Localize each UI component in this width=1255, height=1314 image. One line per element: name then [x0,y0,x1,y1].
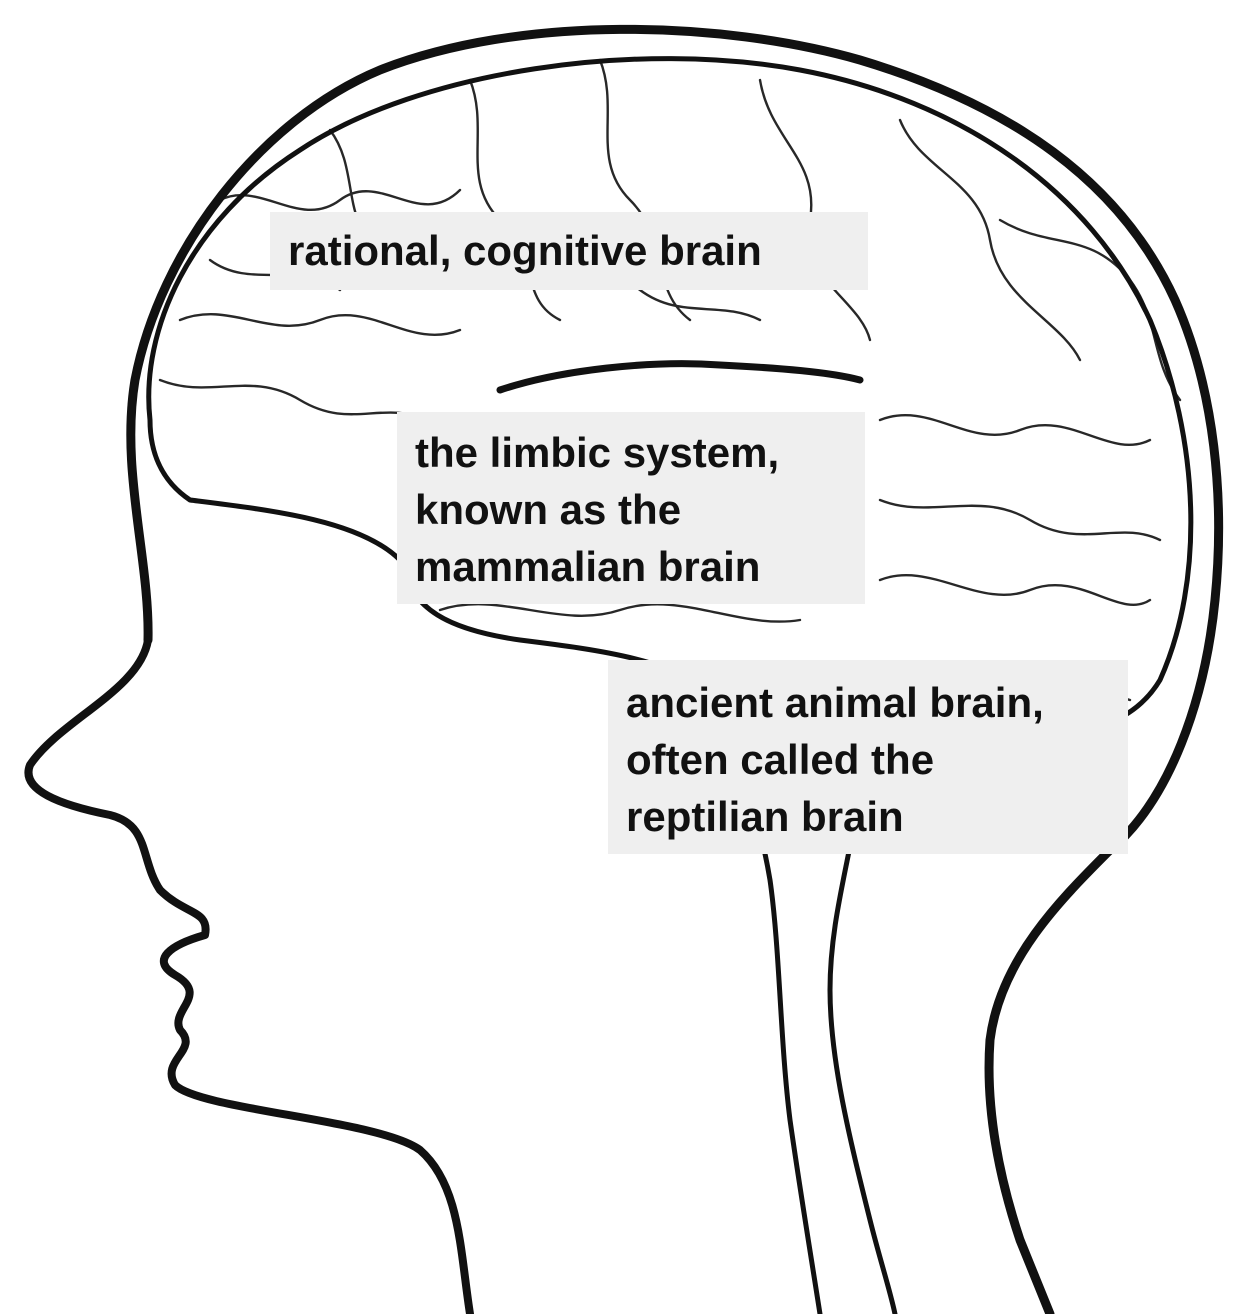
label-limbic-system: the limbic system, known as the mammalia… [397,412,865,604]
label-reptilian-brain: ancient animal brain, often called the r… [608,660,1128,854]
label-line: known as the [415,481,847,538]
face-profile [28,640,470,1314]
label-rational-cognitive-brain: rational, cognitive brain [270,212,868,290]
label-line: rational, cognitive brain [288,222,850,279]
label-line: often called the [626,731,1110,788]
label-line: the limbic system, [415,424,847,481]
label-line: mammalian brain [415,538,847,595]
gyri-texture [160,60,1180,730]
label-line: ancient animal brain, [626,674,1110,731]
lateral-fissure [500,364,860,390]
label-line: reptilian brain [626,788,1110,845]
